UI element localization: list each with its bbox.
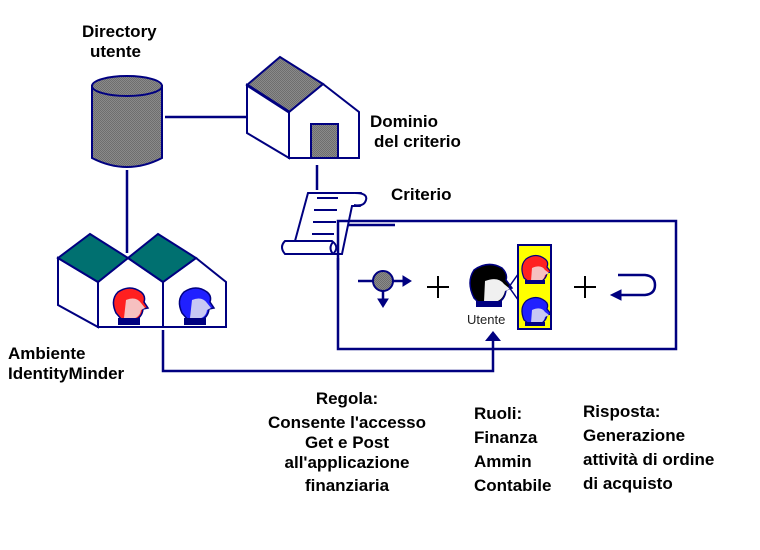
roles-caption: Ruoli: Finanza Ammin Contabile xyxy=(474,402,551,498)
environment-label: Ambiente IdentityMinder xyxy=(8,344,124,384)
roles-caption-line: Ammin xyxy=(474,452,532,471)
rule-diamond-icon xyxy=(358,270,412,308)
rule-caption-line: finanziaria xyxy=(304,476,390,495)
house-icon xyxy=(245,55,360,160)
policy-domain-label: Dominio del criterio xyxy=(370,112,461,152)
rule-caption-title: Regola: xyxy=(315,389,379,408)
policy-box xyxy=(336,219,678,351)
return-arrow-icon xyxy=(609,273,657,301)
user-icon xyxy=(469,263,514,307)
environment-label-line2: IdentityMinder xyxy=(8,364,125,383)
policy-label: Criterio xyxy=(391,185,452,204)
up-arrow-icon xyxy=(485,331,501,341)
plus-icon-1 xyxy=(427,276,449,298)
policy-domain-label-line1: Dominio xyxy=(370,112,438,131)
rule-caption-line: Consente l'accesso xyxy=(267,413,427,432)
response-caption-line: Generazione xyxy=(583,426,686,445)
policy-domain-label-line2: del criterio xyxy=(374,132,461,151)
plus-icon-2 xyxy=(574,276,596,298)
roles-caption-line: Finanza xyxy=(474,428,538,447)
user-label: Utente xyxy=(467,312,506,327)
connectors xyxy=(125,115,495,373)
connector-environment-user xyxy=(161,330,495,373)
blue-user-icon xyxy=(178,287,216,325)
response-caption-line: di acquisto xyxy=(583,474,673,493)
user-directory-label-line2: utente xyxy=(90,42,141,61)
rule-caption-line: Get e Post xyxy=(304,433,390,452)
database-cylinder-icon xyxy=(91,75,163,168)
environment-label-line1: Ambiente xyxy=(8,344,86,363)
user-directory-label-line1: Directory xyxy=(82,22,157,41)
response-caption-title: Risposta: xyxy=(583,402,661,421)
red-user-icon xyxy=(112,287,150,325)
response-caption-line: attività di ordine xyxy=(583,450,715,469)
rule-caption: Regola: Consente l'accesso Get e Post al… xyxy=(258,389,436,496)
roles-caption-title: Ruoli: xyxy=(474,404,523,423)
response-caption: Risposta: Generazione attività di ordine… xyxy=(583,400,714,496)
user-directory-label: Directory utente xyxy=(82,22,157,62)
scroll-icon xyxy=(281,192,368,255)
roles-panel xyxy=(517,244,553,330)
rule-caption-line: all'applicazione xyxy=(284,453,410,472)
roles-caption-line: Contabile xyxy=(474,476,552,495)
